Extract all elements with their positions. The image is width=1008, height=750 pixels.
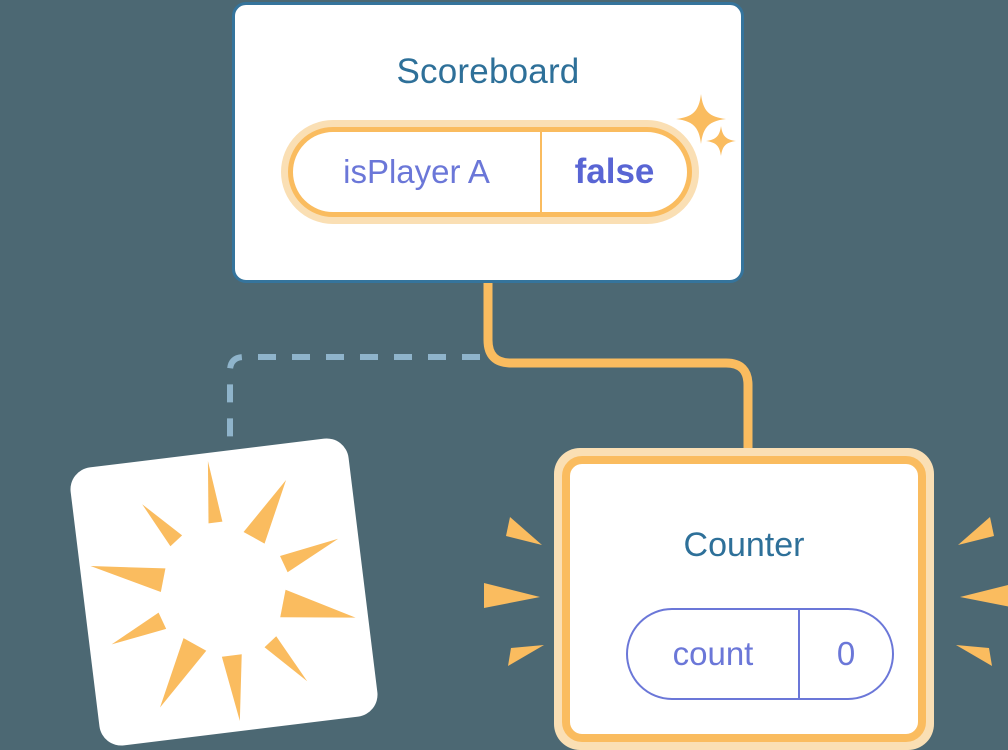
counter-burst-right	[956, 517, 1008, 666]
ray	[960, 585, 1008, 607]
scoreboard-title: Scoreboard	[396, 52, 580, 91]
counter-pill-value: 0	[836, 635, 856, 672]
sparkle-large-icon	[676, 94, 726, 144]
ray	[506, 517, 542, 545]
burst-card[interactable]	[67, 435, 381, 749]
ray	[484, 583, 540, 608]
counter-title: Counter	[683, 526, 805, 564]
scoreboard-pill-inner: isPlayer A false	[288, 127, 692, 217]
counter-pill-key: count	[628, 610, 800, 698]
sparkle-small-icon	[706, 126, 736, 156]
scoreboard-pill-key: isPlayer A	[293, 132, 542, 212]
burst-rays-icon	[90, 460, 356, 722]
dashed-connector	[227, 354, 480, 478]
counter-burst-left	[484, 517, 544, 666]
counter-state-pill[interactable]: count 0	[626, 608, 894, 700]
ray	[958, 517, 994, 545]
counter-card[interactable]: Counter count 0	[554, 448, 934, 750]
scoreboard-pill-value: false	[574, 152, 655, 191]
scoreboard-state-pill[interactable]: isPlayer A false	[281, 120, 699, 224]
ray	[956, 645, 992, 666]
ray	[508, 645, 544, 666]
counter-card-inner: Counter count 0	[562, 456, 926, 742]
orange-connector	[483, 281, 753, 456]
scoreboard-card[interactable]: Scoreboard isPlayer A false	[232, 2, 744, 283]
